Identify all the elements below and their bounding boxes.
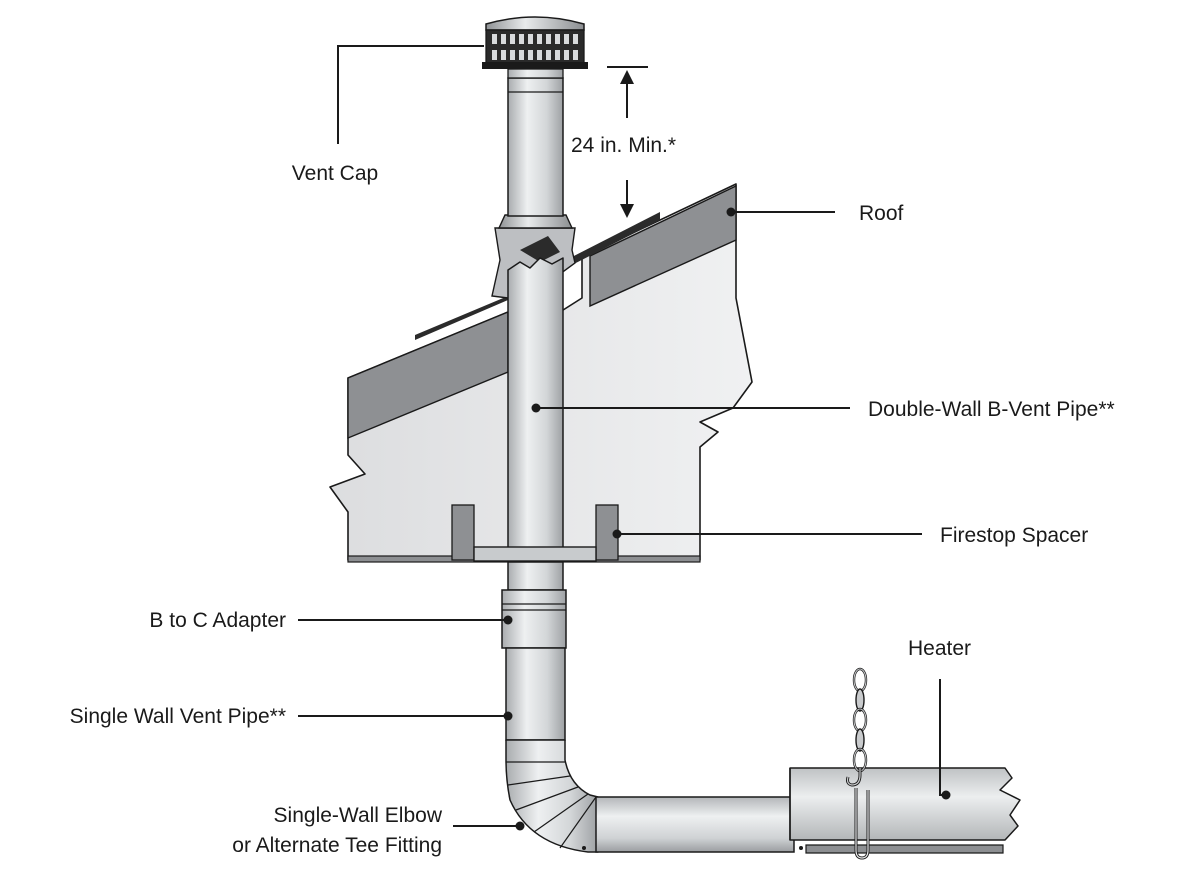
label-elbow-line2: or Alternate Tee Fitting [232,834,442,857]
clearance-dimension [607,66,648,218]
horizontal-pipe [582,796,803,853]
b-vent-pipe-upper [507,77,564,217]
leader-lines [298,45,946,827]
hanging-chain [846,667,870,860]
leader-dots [503,207,951,831]
heater [789,767,1021,854]
label-elbow-line1: Single-Wall Elbow [274,804,443,827]
label-heater: Heater [908,637,971,660]
label-firestop-spacer: Firestop Spacer [940,524,1088,547]
label-adapter: B to C Adapter [149,609,286,632]
leader-vent-cap [337,45,484,144]
b-to-c-adapter [501,561,567,649]
label-single-wall-pipe: Single Wall Vent Pipe** [70,705,286,728]
vent-cap [482,16,588,79]
label-clearance: 24 in. Min.* [571,134,676,157]
label-vent-cap: Vent Cap [292,162,378,185]
label-roof: Roof [859,202,904,225]
single-wall-pipe [505,647,566,741]
single-wall-elbow [505,739,599,853]
firestop-spacer [451,504,619,562]
label-b-vent-pipe: Double-Wall B-Vent Pipe** [868,398,1115,421]
